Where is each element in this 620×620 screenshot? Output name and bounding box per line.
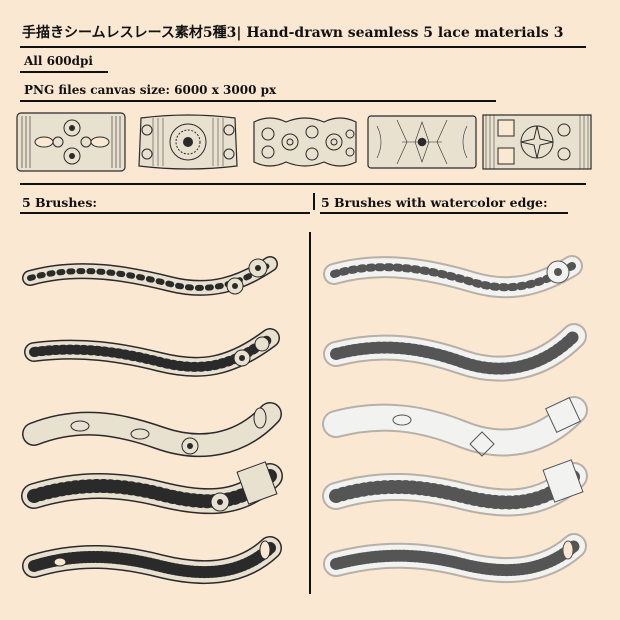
lace-swatch-3 xyxy=(253,117,357,167)
canvas-size-text: PNG files canvas size: 6000 x 3000 px xyxy=(24,83,277,97)
brush-stroke-5 xyxy=(22,536,282,584)
brush-stroke-4 xyxy=(21,461,283,515)
lace-swatch-2 xyxy=(138,114,238,170)
title-underline xyxy=(20,46,586,48)
lace-swatch-4 xyxy=(367,115,477,169)
brushes-section-label: 5 Brushes: xyxy=(22,195,98,210)
resolution-text: All 600dpi xyxy=(24,54,93,68)
brushes-label-underline xyxy=(20,212,310,214)
lace-swatch-5 xyxy=(482,114,592,170)
watercolor-stroke-3 xyxy=(322,396,588,457)
watercolor-stroke-5 xyxy=(323,533,587,583)
watercolor-stroke-4 xyxy=(322,459,588,517)
resolution-underline xyxy=(20,71,108,73)
swatches-divider xyxy=(20,183,586,185)
watercolor-label-underline xyxy=(320,212,568,214)
canvas-size-underline xyxy=(20,100,496,102)
brush-stroke-2 xyxy=(24,328,280,377)
watercolor-stroke-2 xyxy=(323,323,587,382)
watercolor-stroke-1 xyxy=(323,255,583,299)
brush-stroke-1 xyxy=(22,256,278,296)
lace-swatch-1 xyxy=(16,112,126,172)
watercolor-section-label: 5 Brushes with watercolor edge: xyxy=(321,195,548,210)
column-divider xyxy=(309,232,311,594)
brush-stroke-3 xyxy=(22,402,282,458)
page-title: 手描きシームレスレース素材5種3| Hand-drawn seamless 5 … xyxy=(22,25,564,41)
label-divider-tick xyxy=(313,193,315,210)
